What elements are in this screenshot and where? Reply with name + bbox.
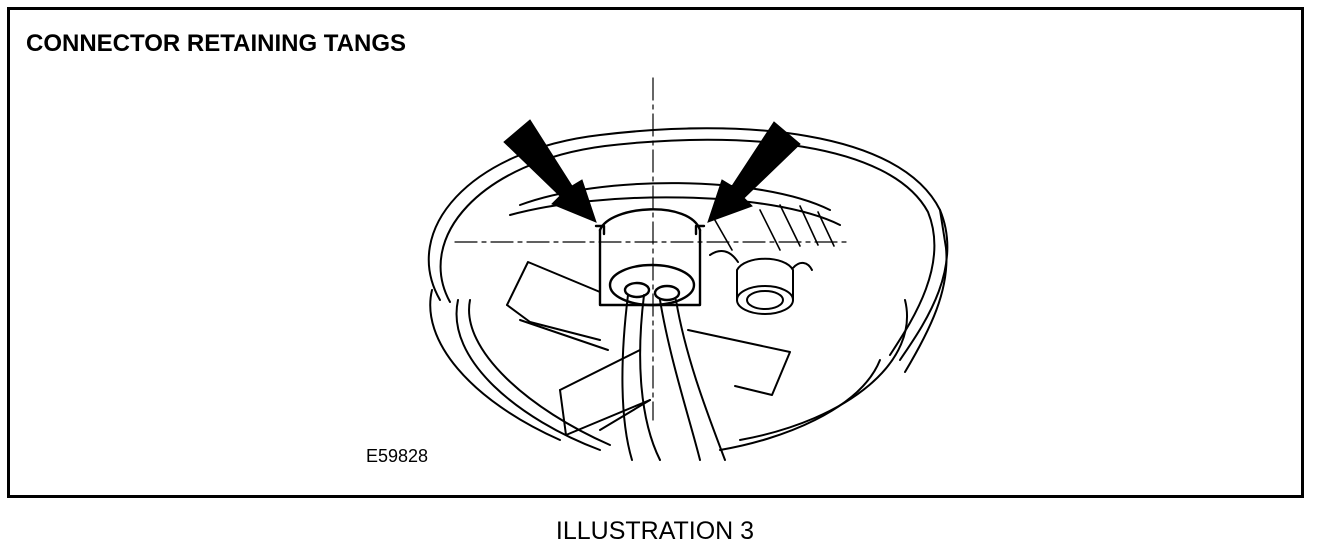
centerlines [454,77,851,421]
connector-body [594,208,706,307]
diagram-title: CONNECTOR RETAINING TANGS [26,30,407,57]
illustration-frame: CONNECTOR RETAINING TANGS E59828 [7,7,1304,498]
right-tang-arrow [707,121,801,223]
illustration-caption: ILLUSTRATION 3 [555,517,755,545]
connector-wires [621,294,726,461]
figure-id: E59828 [366,446,429,466]
mounting-block [506,261,791,436]
housing-outer-rim [427,127,949,441]
housing-ribs [711,204,835,251]
housing-inner-bowl [455,182,908,451]
left-tang-arrow [503,119,597,223]
cylinder-fitting [709,249,813,315]
